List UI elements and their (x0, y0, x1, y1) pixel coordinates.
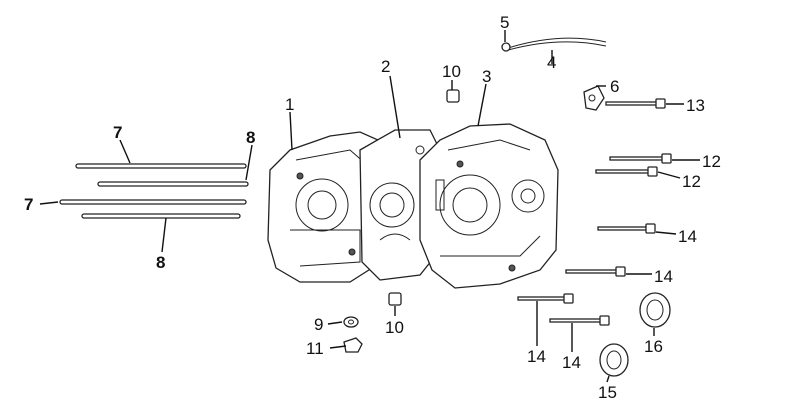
hose-clip (501, 42, 511, 52)
stud-7-upper (75, 163, 247, 169)
dowel-pin-upper (446, 89, 460, 103)
bracket (583, 85, 605, 111)
fitting (343, 337, 363, 353)
callout-15: 15 (598, 383, 617, 402)
breather-hose-assembly (501, 37, 607, 52)
oil-seals (599, 292, 671, 377)
stud-7-lower (59, 199, 247, 205)
leader-lines (39, 30, 700, 383)
callout-2: 2 (381, 57, 390, 76)
crankcase-right-half (419, 123, 559, 289)
bolt-14-lower-right (549, 318, 603, 323)
oil-seal-16 (639, 292, 671, 328)
breather-hose (507, 37, 607, 49)
callout-10-upper: 10 (442, 62, 461, 81)
callout-12-upper: 12 (702, 152, 721, 171)
callout-5: 5 (500, 13, 509, 32)
callout-10-lower: 10 (385, 318, 404, 337)
callout-9: 9 (314, 315, 323, 334)
callout-14-lower-left: 14 (527, 347, 546, 366)
callout-14-upper: 14 (678, 227, 697, 246)
bolts-right (517, 98, 672, 326)
stud-8-lower (81, 213, 241, 219)
callout-8-upper: 8 (246, 128, 255, 147)
bolt-12-lower (595, 169, 651, 174)
bolt-14-lower-left (517, 296, 567, 301)
callout-13: 13 (686, 96, 705, 115)
bolt-14-middle (565, 269, 619, 274)
callout-12-lower: 12 (682, 172, 701, 191)
callout-14-middle: 14 (654, 267, 673, 286)
washer (343, 316, 359, 328)
callout-11: 11 (306, 339, 324, 358)
callout-7-upper: 7 (113, 123, 122, 142)
callout-4: 4 (547, 53, 556, 72)
oil-seal-15 (599, 343, 629, 377)
stud-8-upper (97, 181, 249, 187)
dowel-pins (388, 89, 460, 306)
callout-14-lower-right: 14 (562, 353, 581, 372)
callout-8-lower: 8 (156, 253, 165, 272)
callout-3: 3 (482, 67, 491, 86)
callout-16: 16 (644, 337, 663, 356)
callout-labels: 1 2 3 4 5 6 7 7 8 8 9 10 10 11 12 12 13 … (24, 13, 721, 402)
bolt-14-upper (597, 226, 649, 231)
callout-7-lower: 7 (24, 195, 33, 214)
callout-1: 1 (285, 95, 294, 114)
callout-6: 6 (610, 77, 619, 96)
dowel-pin-lower (388, 292, 402, 306)
long-studs-group (59, 163, 249, 219)
bolt-12-upper (609, 156, 665, 161)
bolt-13 (605, 101, 659, 106)
